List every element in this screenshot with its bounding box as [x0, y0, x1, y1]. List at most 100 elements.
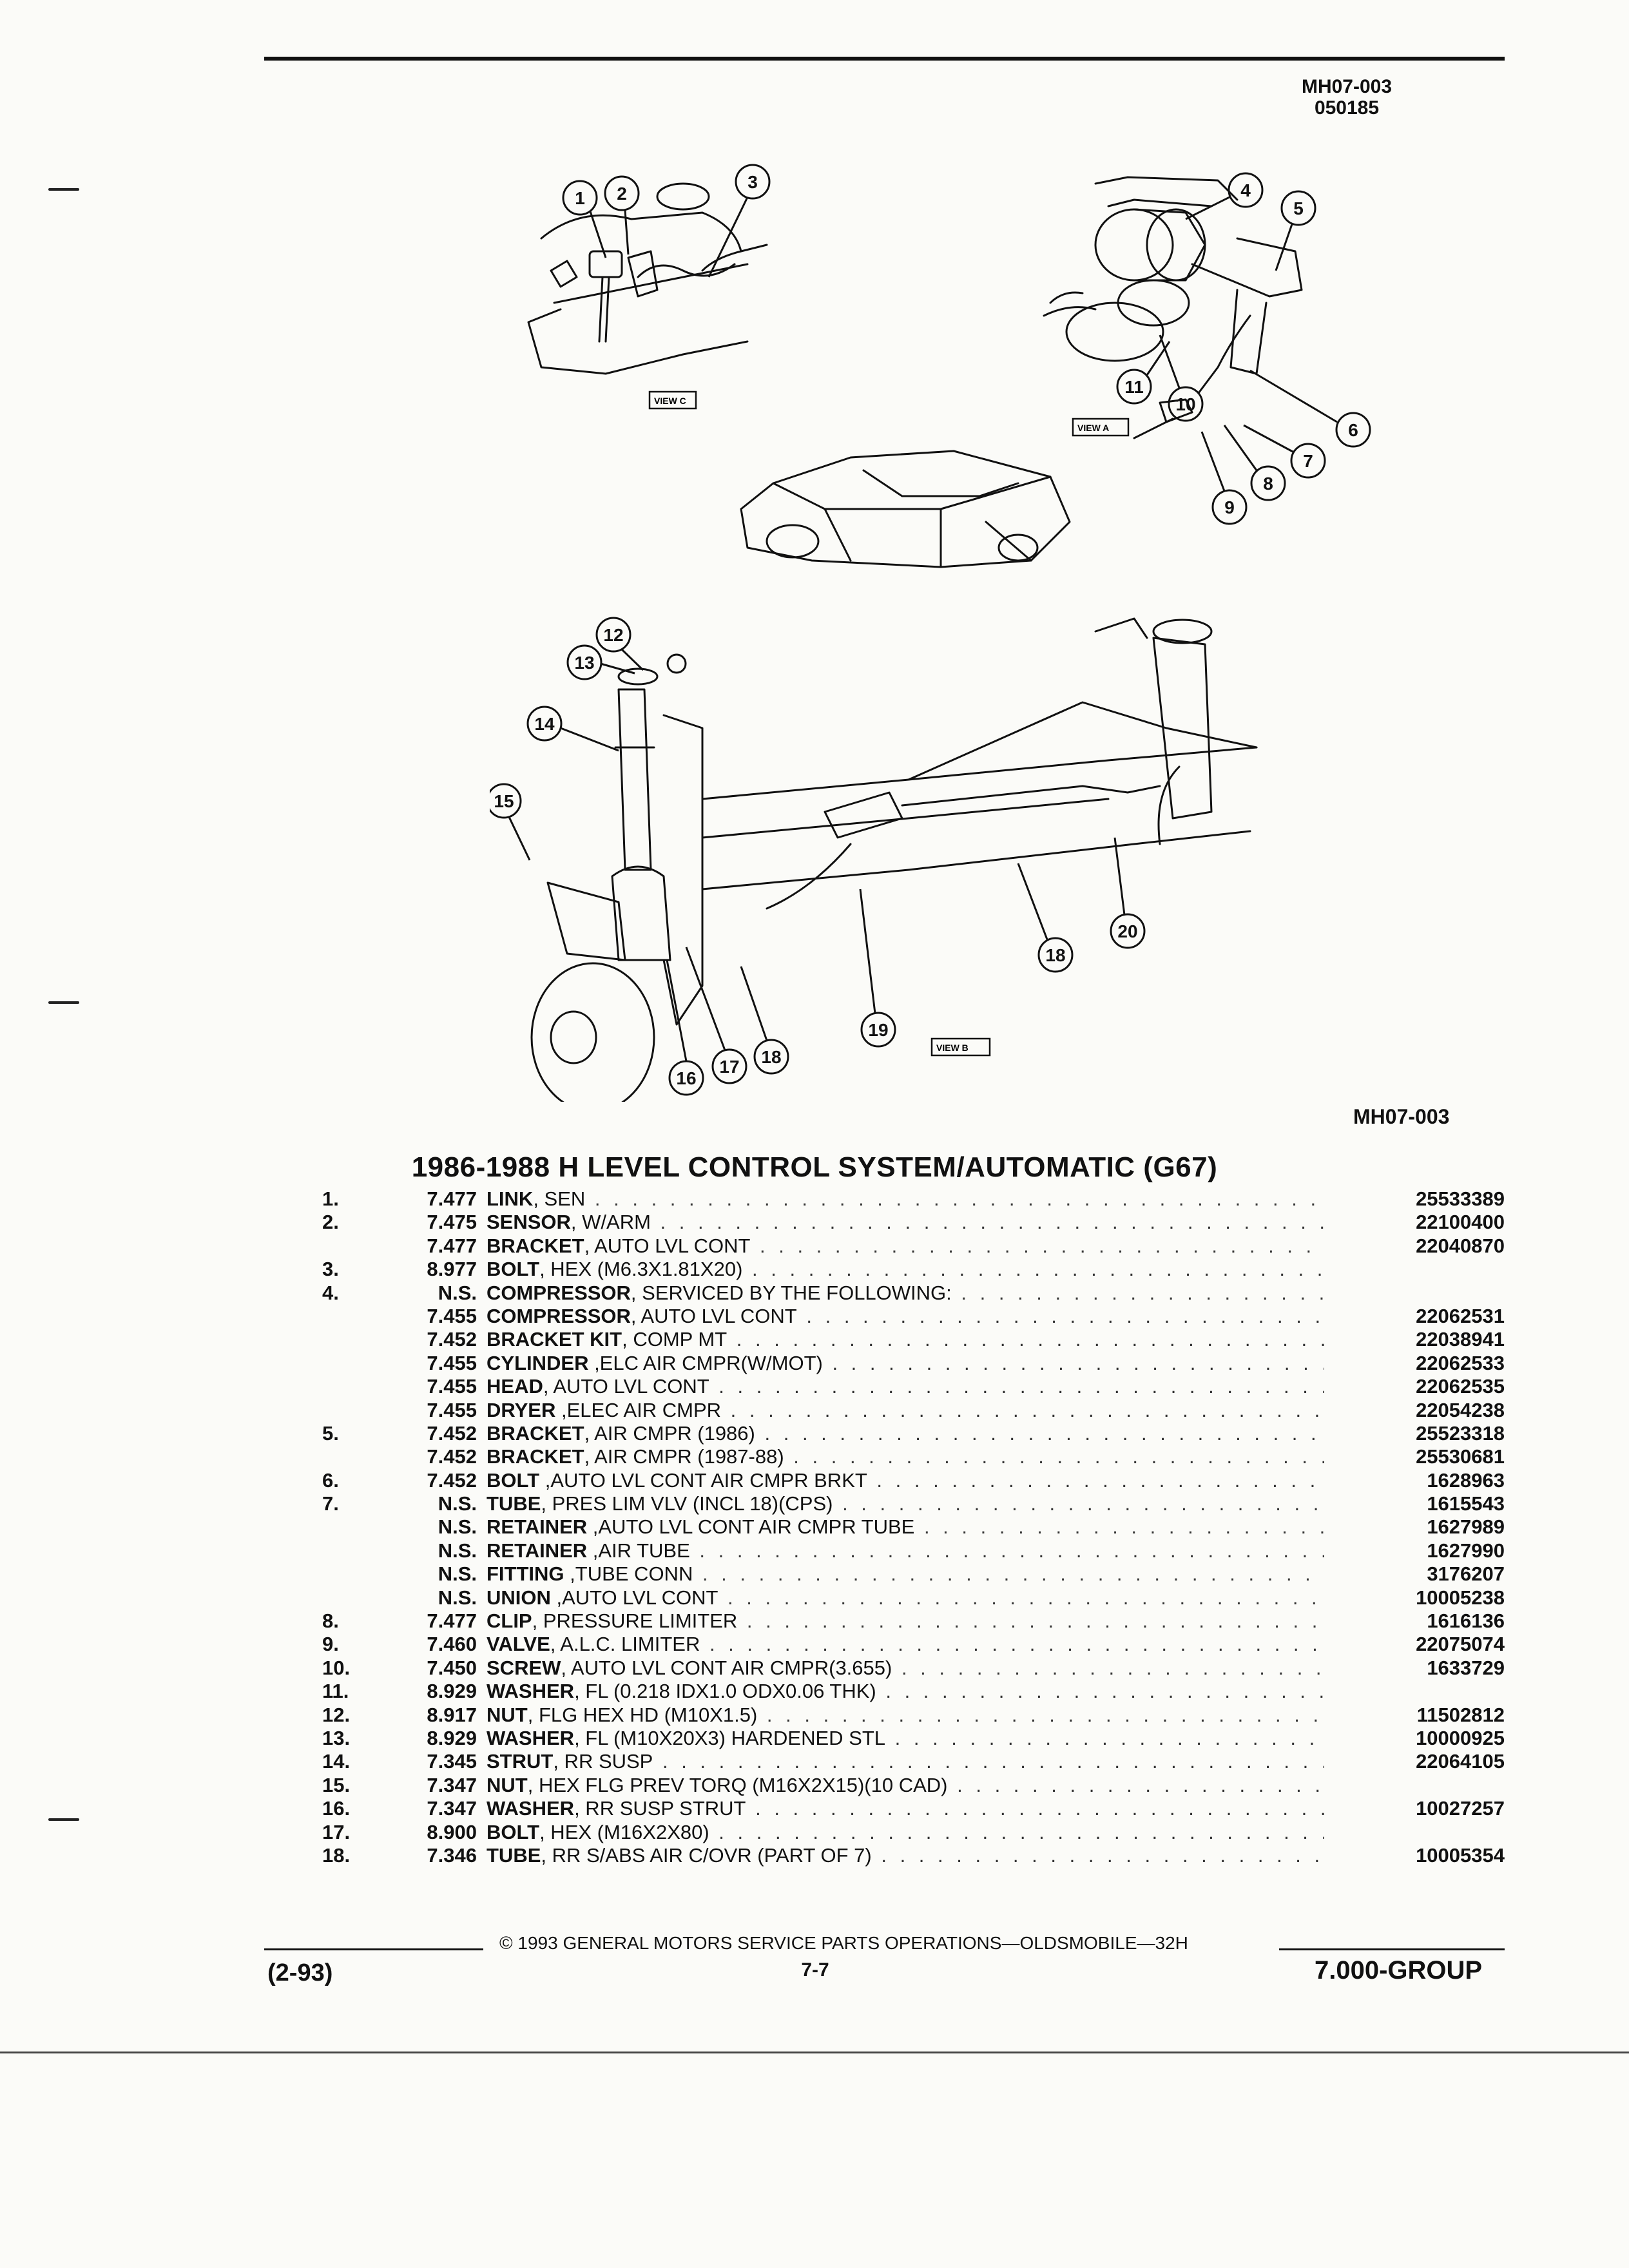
callout-20: 20 — [1110, 837, 1146, 949]
table-row: 7.N.S.TUBE, PRES LIM VLV (INCL 18)(CPS) … — [322, 1492, 1505, 1515]
dot-leader: . . . . . . . . . . . . . . . . . . . . … — [894, 1726, 1324, 1749]
part-detail: , PRESSURE LIMITER — [532, 1610, 738, 1633]
part-name: TUBE — [487, 1492, 541, 1515]
table-row: 9. 7.460 VALVE, A.L.C. LIMITER . . . . . .… — [322, 1633, 1505, 1656]
part-description: LINK, SEN . . . . . . . . . . . . . . . … — [487, 1187, 1324, 1211]
dot-leader: . . . . . . . . . . . . . . . . . . . . … — [755, 1797, 1324, 1820]
group-code: N.S. — [438, 1562, 477, 1586]
part-detail: , PRES LIM VLV (INCL 18)(CPS) — [541, 1492, 833, 1515]
group-code: 7.455 — [427, 1398, 477, 1421]
part-description: CLIP, PRESSURE LIMITER . . . . . . . . .… — [487, 1610, 1324, 1633]
group-code: 7.450 — [427, 1656, 477, 1679]
group-code: 7.477 — [427, 1610, 477, 1633]
part-detail: , AUTO LVL CONT — [630, 1304, 797, 1327]
callout-20-number: 20 — [1117, 921, 1137, 941]
part-name: TUBE — [487, 1843, 541, 1867]
view-a-label: VIEW A — [1072, 418, 1130, 437]
part-name: UNION — [487, 1586, 551, 1609]
part-number: 22040870 — [1416, 1234, 1505, 1257]
part-detail: , AUTO LVL CONT — [584, 1234, 751, 1257]
group-code: N.S. — [438, 1539, 477, 1562]
part-number: 10005238 — [1416, 1586, 1505, 1609]
part-number: 22062535 — [1416, 1375, 1505, 1398]
part-detail: ,AUTO LVL CONT AIR CMPR BRKT — [539, 1468, 867, 1492]
view-c-label: VIEW C — [648, 390, 697, 410]
part-description: VALVE, A.L.C. LIMITER . . . . . . . . . … — [487, 1633, 1324, 1656]
item-number: 1. — [322, 1187, 339, 1210]
part-detail: , HEX FLG PREV TORQ (M16X2X15)(10 CAD) — [527, 1773, 948, 1796]
group-code: 7.346 — [427, 1843, 477, 1867]
part-description: NUT, FLG HEX HD (M10X1.5) . . . . . . . … — [487, 1704, 1324, 1727]
parts-list: 1. 7.477 LINK, SEN . . . . . . . . . . . .… — [322, 1187, 1505, 1867]
part-number: 1627989 — [1427, 1515, 1505, 1539]
part-detail: , FL (M10X20X3) HARDENED STL — [574, 1726, 886, 1749]
group-code: N.S. — [438, 1281, 477, 1304]
dot-leader: . . . . . . . . . . . . . . . . . . . . … — [961, 1281, 1324, 1304]
group-code: 7.460 — [427, 1633, 477, 1656]
item-number: 14. — [322, 1750, 351, 1773]
part-description: TUBE, PRES LIM VLV (INCL 18)(CPS) . . . … — [487, 1492, 1324, 1515]
copyright-notice: © 1993 GENERAL MOTORS SERVICE PARTS OPER… — [499, 1933, 1188, 1953]
callout-18a: 18 — [740, 966, 789, 1075]
part-number: 22054238 — [1416, 1398, 1505, 1421]
view-labels: VIEW C VIEW A VIEW B — [648, 390, 1130, 1057]
part-description: BRACKET, AUTO LVL CONT . . . . . . . . .… — [487, 1235, 1324, 1258]
part-description: COMPRESSOR, SERVICED BY THE FOLLOWING: .… — [487, 1282, 1324, 1305]
view-a-drawing — [1043, 176, 1303, 439]
view-b-drawing — [530, 617, 1258, 1102]
table-row: 4.N.S.COMPRESSOR, SERVICED BY THE FOLLOW… — [322, 1282, 1505, 1305]
callout-10: 10 — [1159, 334, 1204, 422]
item-number: 7. — [322, 1492, 339, 1515]
footer-rule-left — [264, 1948, 483, 1950]
dot-leader: . . . . . . . . . . . . . . . . . . . . … — [923, 1515, 1324, 1539]
callout-16-number: 16 — [676, 1068, 696, 1088]
page-number: 7-7 — [801, 1959, 829, 1981]
dot-leader: . . . . . . . . . . . . . . . . . . . . … — [957, 1773, 1324, 1796]
part-name: CYLINDER — [487, 1351, 589, 1374]
dot-leader: . . . . . . . . . . . . . . . . . . . . … — [728, 1586, 1324, 1609]
part-description: STRUT, RR SUSP . . . . . . . . . . . . .… — [487, 1750, 1324, 1773]
part-detail: , AIR CMPR (1987-88) — [584, 1445, 784, 1468]
exploded-view-illustration: VIEW C VIEW A VIEW B 1 2 3 4 5 6 7 8 9 1… — [490, 164, 1371, 1102]
callout-9: 9 — [1200, 431, 1248, 525]
revision-date: (2-93) — [267, 1959, 333, 1986]
dot-leader: . . . . . . . . . . . . . . . . . . . . … — [730, 1398, 1324, 1421]
part-description: COMPRESSOR, AUTO LVL CONT . . . . . . . … — [487, 1305, 1324, 1328]
item-number: 12. — [322, 1703, 351, 1726]
part-number: 22100400 — [1416, 1211, 1505, 1234]
callout-4-number: 4 — [1240, 180, 1251, 200]
callout-5: 5 — [1275, 190, 1316, 271]
dot-leader: . . . . . . . . . . . . . . . . . . . . … — [764, 1421, 1324, 1445]
part-description: BRACKET, AIR CMPR (1987-88) . . . . . . … — [487, 1445, 1324, 1468]
dot-leader: . . . . . . . . . . . . . . . . . . . . … — [806, 1304, 1324, 1327]
callout-14-number: 14 — [534, 714, 555, 734]
item-number: 16. — [322, 1797, 351, 1820]
part-detail: ,AUTO LVL CONT — [550, 1586, 718, 1609]
part-description: SCREW, AUTO LVL CONT AIR CMPR(3.655) . .… — [487, 1657, 1324, 1680]
part-detail: , RR SUSP STRUT — [574, 1797, 746, 1820]
group-code: 7.347 — [427, 1773, 477, 1796]
item-number: 9. — [322, 1633, 339, 1656]
part-number: 1633729 — [1427, 1656, 1505, 1679]
part-detail: , HEX (M16X2X80) — [539, 1820, 709, 1843]
part-name: BRACKET — [487, 1445, 584, 1468]
part-description: FITTING ,TUBE CONN . . . . . . . . . . .… — [487, 1562, 1324, 1586]
callout-2: 2 — [604, 175, 640, 255]
dot-leader: . . . . . . . . . . . . . . . . . . . . … — [832, 1351, 1324, 1374]
dot-leader: . . . . . . . . . . . . . . . . . . . . … — [793, 1445, 1324, 1468]
dot-leader: . . . . . . . . . . . . . . . . . . . . … — [662, 1750, 1324, 1773]
part-number: 1615543 — [1427, 1492, 1505, 1515]
group-code: 7.452 — [427, 1468, 477, 1492]
view-b-text: VIEW B — [936, 1043, 969, 1053]
group-code: 7.477 — [427, 1187, 477, 1210]
